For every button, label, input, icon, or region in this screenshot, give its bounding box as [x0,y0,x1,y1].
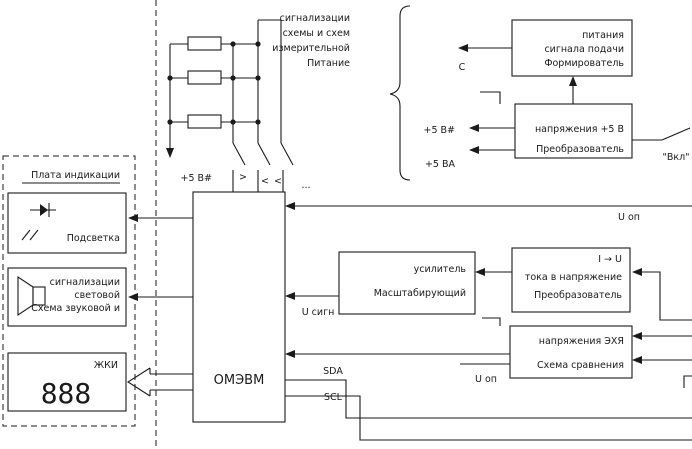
voltage-converter-line1: напряжения +5 В [535,124,624,135]
current-to-voltage-line1: I → U [598,254,622,265]
arrow-into-compare-1 [632,332,642,340]
u-op-label-1: U оп [618,212,640,223]
u-op-label-2: U оп [475,374,497,385]
comparison-circuit-block [509,325,633,379]
speaker-icon [17,275,46,317]
lcd-block [7,352,127,412]
lcd-digits: 888 [41,377,92,410]
scaling-amplifier-line2: Масштабирующий [374,288,466,299]
comparison-line1: напряжения ЭХЯ [539,336,624,347]
sda-label: SDA [323,366,343,377]
resistor-1 [187,36,222,51]
mcu-label: ОМЭВМ [214,373,265,388]
arrow-itov-amp [475,268,485,276]
measuring-power-line4: Питание [307,58,350,69]
sound-signal-line2: световой [74,290,120,301]
u-sign-label: U сигн [302,307,335,318]
indication-board-group: Плата индикации Подсветка сигнализации с… [2,155,136,427]
indication-board-title: Плата индикации [31,170,120,181]
arrow-plus5va [469,146,479,154]
sound-signal-line1: сигнализации [50,277,120,288]
arrow-power-on-out [458,44,468,52]
resistor-network [166,19,294,192]
power-on-former-line3: Формирователь [544,58,624,69]
port-label-3: < [274,176,282,187]
arrow-sound [128,293,138,301]
indication-board-frame [2,155,136,427]
arrow-compare-mcu [285,350,295,358]
port-label-1: > [239,172,247,183]
resistor-2 [187,70,222,85]
port-label-4: ... [301,180,310,191]
measuring-power-line2: схемы и схем [283,28,350,39]
plus5va-label: +5 ВА [425,159,456,170]
backlight-label: Подсветка [67,233,120,244]
arrow-uop-mcu [285,202,295,210]
sda-line [285,379,692,419]
lcd-bus-arrow [126,367,193,397]
scaling-amplifier-block [338,251,476,315]
port-label-2: < [261,176,269,187]
sound-signal-block [7,267,127,327]
plus5v-right-label: +5 В# [423,125,455,136]
backlight-block [7,192,127,254]
current-to-voltage-line2: тока в напряжение [525,272,622,283]
power-on-former-block [511,19,633,77]
sound-signal-line3: Схема звуковой и [31,303,120,314]
scl-label: SCL [324,392,343,403]
arrow-into-itov [632,268,642,276]
on-switch-label: "Вкл" [662,152,689,163]
lcd-label: ЖКИ [94,360,118,371]
scaling-amplifier-line1: усилитель [414,264,467,275]
resistor-3 [187,114,222,129]
scl-line [285,395,692,441]
led-icon [21,203,56,241]
voltage-converter-block [514,103,633,159]
arrow-into-compare-2 [632,356,642,364]
arrow-resistor-down [166,148,174,158]
arrow-plus5v [469,124,479,132]
comparison-line2: Схема сравнения [537,360,624,371]
power-on-former-line2: сигнала подачи [544,44,624,55]
arrow-backlight [128,214,138,222]
measuring-power-line3: измерительной [272,43,350,54]
mcu-block [192,191,286,423]
current-to-voltage-block [511,247,631,313]
power-on-former-line1: питания [582,30,624,41]
plus5v-left-label: +5 В# [180,173,212,184]
measuring-power-line1: сигнализации [280,13,350,24]
arrow-converter-up [569,76,577,86]
voltage-converter-line2: Преобразователь [536,144,624,155]
arrow-amp-mcu [285,292,295,300]
brace [389,5,411,181]
reference-c-label: С [459,62,466,73]
current-to-voltage-line3: Преобразователь [534,290,622,301]
